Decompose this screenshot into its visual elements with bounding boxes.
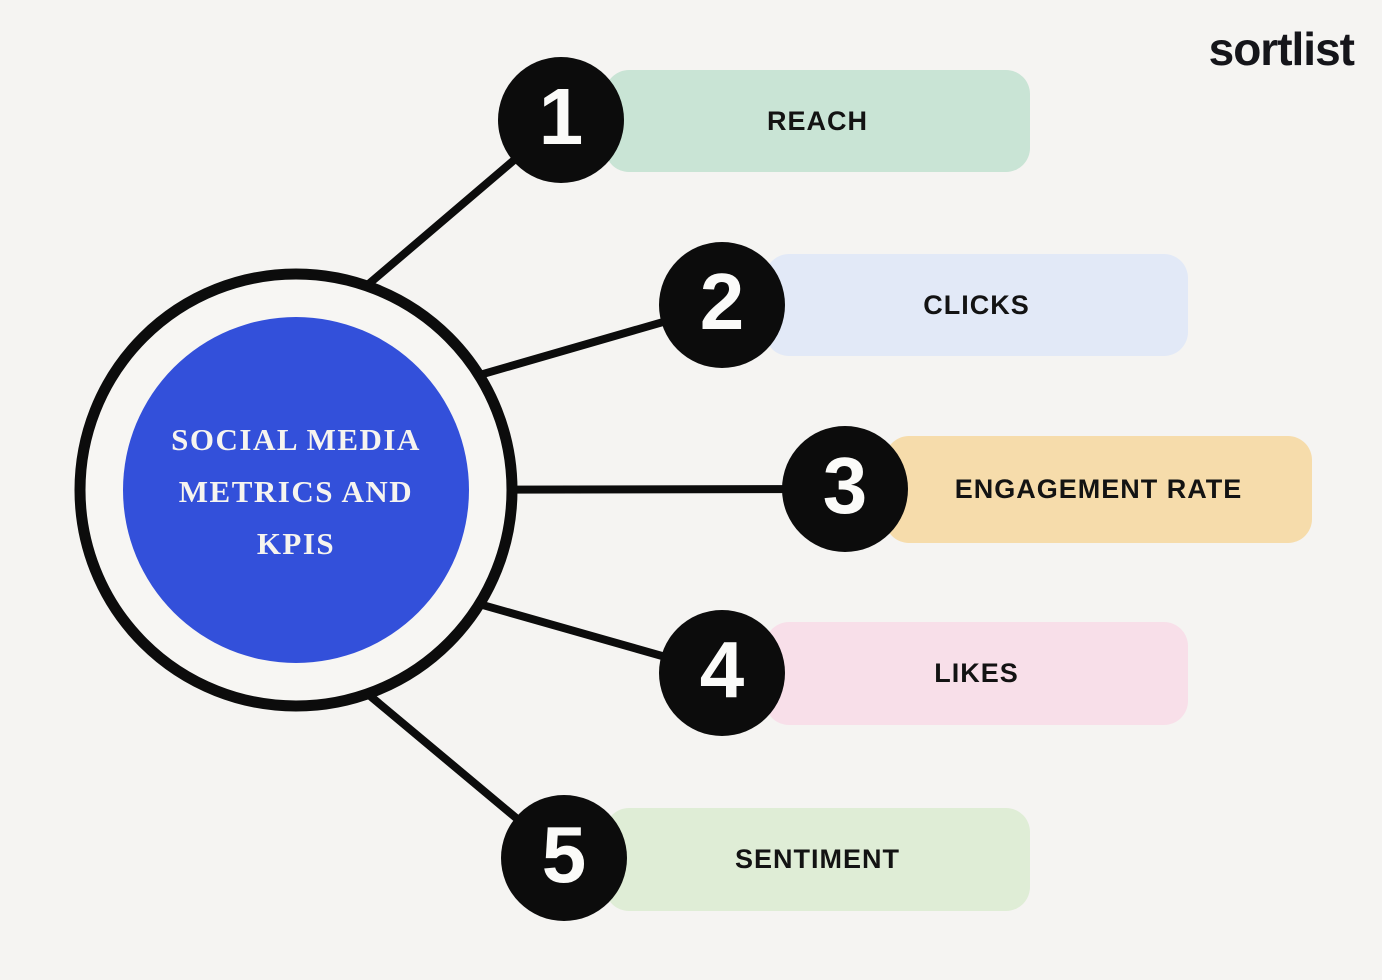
central-title-line-2: METRICS AND <box>178 474 414 509</box>
central-topic-title: SOCIAL MEDIA METRICS AND KPIS <box>116 414 476 570</box>
metric-pill-sentiment: SENTIMENT <box>605 808 1030 911</box>
metric-pill-reach: REACH <box>605 70 1030 172</box>
step-badge-5: 5 <box>501 795 627 921</box>
metric-pill-clicks: CLICKS <box>765 254 1188 356</box>
metric-label-sentiment: SENTIMENT <box>734 844 900 874</box>
connector-line-4 <box>292 548 726 677</box>
step-badge-3: 3 <box>782 426 908 552</box>
metric-label-likes: LIKES <box>934 658 1019 688</box>
connector-line-2 <box>292 301 726 432</box>
metric-label-clicks: CLICKS <box>923 289 1030 320</box>
step-badge-4: 4 <box>659 610 785 736</box>
sortlist-logo: sortlist <box>1208 23 1355 75</box>
metric-pill-engagement-rate: ENGAGEMENT RATE <box>885 436 1312 543</box>
metric-pill-likes: LIKES <box>765 622 1188 725</box>
metric-label-reach: REACH <box>766 105 868 136</box>
metric-label-engagement-rate: ENGAGEMENT RATE <box>954 474 1243 504</box>
central-title-line-1: SOCIAL MEDIA <box>171 422 421 457</box>
step-badge-1: 1 <box>498 57 624 183</box>
step-badge-2: 2 <box>659 242 785 368</box>
central-title-line-3: KPIS <box>256 526 336 561</box>
